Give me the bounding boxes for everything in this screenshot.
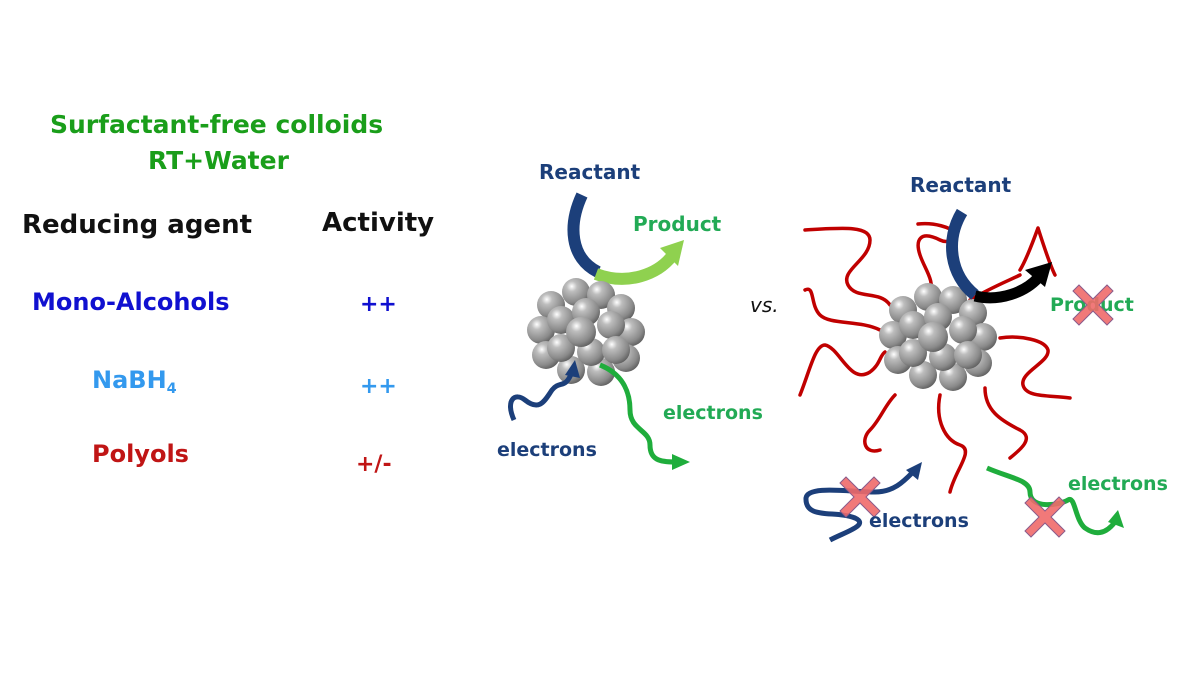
right-electrons-in-arrow <box>803 468 917 543</box>
surfactant-chain <box>798 343 887 397</box>
right-electrons-out-label: electrons <box>1068 473 1168 495</box>
left-electrons-out-label: electrons <box>663 402 763 424</box>
agent-nabh4: NaBH4 <box>92 366 177 397</box>
activity-nabh4: ++ <box>360 374 397 399</box>
surfactant-chain <box>937 393 968 494</box>
left-electrons-in-arrow <box>508 371 575 422</box>
activity-polyols: +/- <box>356 452 392 477</box>
left-nanoparticle-cluster <box>527 278 645 386</box>
left-electrons-out-arrowhead <box>672 454 690 470</box>
surfactant-chain <box>998 335 1072 400</box>
left-electrons-in-arrowhead <box>565 360 580 378</box>
surfactant-chains <box>798 221 1072 494</box>
title-line-2: RT+Water <box>148 146 289 175</box>
header-activity: Activity <box>322 208 435 238</box>
activity-mono-alcohols: ++ <box>360 292 397 317</box>
vs-label: vs. <box>750 293 779 317</box>
left-electrons-out-arrow <box>598 362 676 465</box>
surfactant-chain <box>983 386 1028 460</box>
left-reactant-label: Reactant <box>539 160 641 184</box>
right-electrons-in-arrowhead <box>906 462 922 480</box>
agent-subscript: 4 <box>166 381 177 398</box>
right-blocked-product-arrowhead <box>1025 262 1052 287</box>
left-product-label: Product <box>633 212 722 236</box>
right-reactant-arrow <box>946 208 979 300</box>
agent-label: Polyols <box>92 440 189 468</box>
title-line-1: Surfactant-free colloids <box>50 110 384 139</box>
surfactant-chain <box>803 287 882 332</box>
left-panel: Reactant Product electrons electrons <box>497 160 763 470</box>
right-panel: Reactant Product electrons electrons <box>798 173 1168 543</box>
right-electrons-in-label: electrons <box>869 510 969 532</box>
agent-polyols: Polyols <box>92 440 189 468</box>
surfactant-chain <box>803 226 892 307</box>
agent-label: Mono-Alcohols <box>32 288 230 316</box>
left-product-arrowhead <box>660 240 684 266</box>
left-product-arrow <box>593 252 677 285</box>
agent-label: NaBH <box>92 366 167 394</box>
left-reactant-arrow <box>567 192 602 278</box>
right-blocked-product-arrow <box>973 274 1043 304</box>
surfactant-chain <box>916 221 958 297</box>
left-electrons-in-label: electrons <box>497 439 597 461</box>
header-reducing-agent: Reducing agent <box>22 210 253 240</box>
right-electrons-out-arrowhead <box>1108 510 1124 528</box>
agent-mono-alcohols: Mono-Alcohols <box>32 288 230 316</box>
surfactant-chain <box>863 393 897 453</box>
surfactant-chain <box>1018 226 1057 277</box>
right-reactant-label: Reactant <box>910 173 1012 197</box>
right-electrons-out-arrow <box>986 465 1117 536</box>
